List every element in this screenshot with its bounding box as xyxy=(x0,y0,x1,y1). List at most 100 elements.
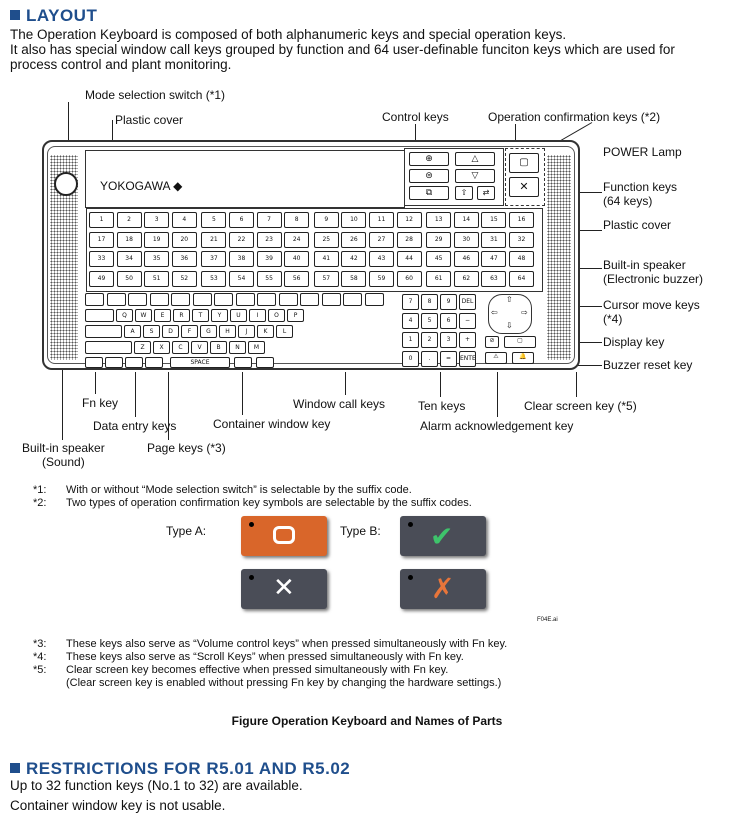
function-key[interactable]: 21 xyxy=(201,232,226,248)
function-key[interactable]: 22 xyxy=(229,232,254,248)
function-key[interactable]: 26 xyxy=(341,232,366,248)
letter-key[interactable]: C xyxy=(172,341,189,354)
page-key[interactable] xyxy=(145,357,163,368)
letter-key[interactable]: D xyxy=(162,325,179,338)
function-key[interactable]: 3 xyxy=(144,212,169,228)
function-key[interactable]: 24 xyxy=(284,232,309,248)
window-call-key[interactable] xyxy=(300,293,319,306)
letter-key[interactable]: O xyxy=(268,309,285,322)
function-key[interactable]: 11 xyxy=(369,212,394,228)
ten-key[interactable]: 0 xyxy=(402,351,419,367)
function-key[interactable]: 6 xyxy=(229,212,254,228)
function-key[interactable]: 4 xyxy=(172,212,197,228)
function-key[interactable]: 18 xyxy=(117,232,142,248)
function-key[interactable]: 54 xyxy=(229,271,254,287)
function-key[interactable]: 50 xyxy=(117,271,142,287)
function-key[interactable]: 1 xyxy=(89,212,114,228)
letter-key[interactable]: S xyxy=(143,325,160,338)
function-key[interactable]: 34 xyxy=(117,251,142,267)
window-call-key[interactable] xyxy=(128,293,147,306)
function-key[interactable]: 2 xyxy=(117,212,142,228)
cancel-key-icon[interactable]: ✕ xyxy=(509,177,539,197)
ten-key[interactable]: + xyxy=(459,332,476,348)
function-key[interactable]: 9 xyxy=(314,212,339,228)
ten-key[interactable]: 2 xyxy=(421,332,438,348)
ten-key[interactable]: 6 xyxy=(440,313,457,329)
control-key-icon[interactable]: ⧉ xyxy=(409,186,449,200)
function-key[interactable]: 45 xyxy=(426,251,451,267)
function-key[interactable]: 40 xyxy=(284,251,309,267)
letter-key[interactable]: Y xyxy=(211,309,228,322)
display-key[interactable]: ▢ xyxy=(504,336,536,348)
shift-key[interactable] xyxy=(85,341,132,354)
letter-key[interactable]: F xyxy=(181,325,198,338)
function-key[interactable]: 42 xyxy=(341,251,366,267)
letter-key[interactable]: L xyxy=(276,325,293,338)
cursor-pad[interactable]: ⇧ ⇩ ⇦ ⇨ xyxy=(488,294,532,334)
function-key[interactable]: 64 xyxy=(509,271,534,287)
down-triangle-icon[interactable]: ▽ xyxy=(455,169,495,183)
ten-key[interactable]: 7 xyxy=(402,294,419,310)
function-key[interactable]: 46 xyxy=(454,251,479,267)
alarm-ack-key[interactable]: ⚠ xyxy=(485,352,507,364)
function-key[interactable]: 29 xyxy=(426,232,451,248)
function-key[interactable]: 16 xyxy=(509,212,534,228)
letter-key[interactable]: V xyxy=(191,341,208,354)
function-key[interactable]: 14 xyxy=(454,212,479,228)
window-call-key[interactable] xyxy=(150,293,169,306)
function-key[interactable]: 10 xyxy=(341,212,366,228)
function-key[interactable]: 30 xyxy=(454,232,479,248)
ten-key[interactable]: 5 xyxy=(421,313,438,329)
alt-key[interactable] xyxy=(256,357,274,368)
window-call-key[interactable] xyxy=(365,293,384,306)
container-window-key[interactable] xyxy=(234,357,252,368)
letter-key[interactable]: I xyxy=(249,309,266,322)
function-key[interactable]: 37 xyxy=(201,251,226,267)
letter-key[interactable]: A xyxy=(124,325,141,338)
window-call-key[interactable] xyxy=(322,293,341,306)
letter-key[interactable]: U xyxy=(230,309,247,322)
function-key[interactable]: 57 xyxy=(314,271,339,287)
letter-key[interactable]: W xyxy=(135,309,152,322)
letter-key[interactable]: Q xyxy=(116,309,133,322)
function-key[interactable]: 35 xyxy=(144,251,169,267)
data-entry-key[interactable] xyxy=(105,357,123,368)
window-call-key[interactable] xyxy=(193,293,212,306)
function-key[interactable]: 55 xyxy=(257,271,282,287)
function-key[interactable]: 58 xyxy=(341,271,366,287)
letter-key[interactable]: N xyxy=(229,341,246,354)
ten-key[interactable]: = xyxy=(440,351,457,367)
function-key[interactable]: 7 xyxy=(257,212,282,228)
function-key[interactable]: 61 xyxy=(426,271,451,287)
cursor-left-icon[interactable]: ⇦ xyxy=(491,308,498,317)
ctrl-key[interactable] xyxy=(125,357,143,368)
function-key[interactable]: 19 xyxy=(144,232,169,248)
function-key[interactable]: 8 xyxy=(284,212,309,228)
function-key[interactable]: 49 xyxy=(89,271,114,287)
letter-key[interactable]: M xyxy=(248,341,265,354)
window-call-key[interactable] xyxy=(171,293,190,306)
letter-key[interactable]: E xyxy=(154,309,171,322)
function-key[interactable]: 31 xyxy=(481,232,506,248)
ten-key[interactable]: . xyxy=(421,351,438,367)
function-key[interactable]: 36 xyxy=(172,251,197,267)
window-call-key[interactable] xyxy=(343,293,362,306)
window-call-key[interactable] xyxy=(236,293,255,306)
confirm-key-icon[interactable]: ▢ xyxy=(509,153,539,173)
function-key[interactable]: 23 xyxy=(257,232,282,248)
letter-key[interactable]: T xyxy=(192,309,209,322)
tab-key[interactable] xyxy=(85,325,122,338)
ten-key[interactable]: 1 xyxy=(402,332,419,348)
ten-key[interactable]: 9 xyxy=(440,294,457,310)
control-key-icon[interactable]: ⇧ xyxy=(455,186,473,200)
letter-key[interactable]: R xyxy=(173,309,190,322)
buzzer-reset-key[interactable]: 🔔 xyxy=(512,352,534,364)
letter-key[interactable]: K xyxy=(257,325,274,338)
ten-key[interactable]: 8 xyxy=(421,294,438,310)
mode-selection-switch[interactable] xyxy=(54,172,78,196)
function-key[interactable]: 52 xyxy=(172,271,197,287)
function-key[interactable]: 12 xyxy=(397,212,422,228)
function-key[interactable]: 48 xyxy=(509,251,534,267)
function-key[interactable]: 38 xyxy=(229,251,254,267)
function-key[interactable]: 41 xyxy=(314,251,339,267)
